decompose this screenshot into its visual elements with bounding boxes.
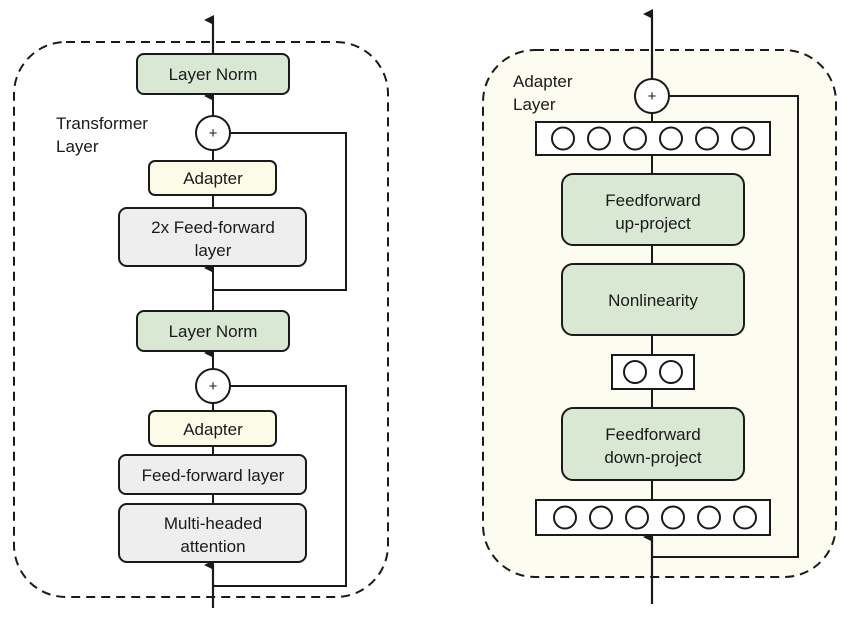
- neuron-icon: [733, 505, 757, 530]
- neuron-icon: [553, 505, 577, 530]
- bottom-residual-add: +: [195, 368, 231, 404]
- bottom-plus-icon: +: [209, 378, 218, 395]
- bottom-adapter-label: Adapter: [183, 420, 243, 439]
- top-adapter-block: Adapter: [148, 160, 277, 196]
- neuron-icon: [659, 360, 683, 384]
- transformer-layer-title-line2: Layer: [56, 137, 99, 156]
- top-adapter-label: Adapter: [183, 169, 243, 188]
- ff2x-block: 2x Feed-forward layer: [118, 207, 307, 267]
- neuron-icon: [587, 126, 611, 151]
- top-plus-icon: +: [209, 125, 218, 142]
- ff-layer-label: Feed-forward layer: [142, 466, 285, 485]
- neuron-icon: [731, 126, 755, 151]
- top-layer-norm-label: Layer Norm: [169, 65, 258, 84]
- transformer-layer-title-line1: Transformer: [56, 114, 148, 133]
- ff-up-project-block: Feedforward up-project: [561, 173, 745, 246]
- neuron-icon: [589, 505, 613, 530]
- nonlinearity-block: Nonlinearity: [561, 263, 745, 336]
- adapter-residual-add: +: [634, 78, 670, 114]
- top-neuron-bar: [535, 121, 771, 156]
- ff-up-label-line1: Feedforward: [605, 191, 700, 210]
- mha-label-line2: attention: [180, 537, 245, 556]
- ff2x-label-line1: 2x Feed-forward: [151, 218, 275, 237]
- neuron-icon: [623, 360, 647, 384]
- bottom-skip-connection: [213, 385, 347, 587]
- adapter-skip-connection: [652, 95, 799, 558]
- adapter-plus-icon: +: [648, 88, 657, 105]
- transformer-layer-panel: Transformer Layer Layer Norm + Adapter: [13, 15, 389, 608]
- neuron-icon: [659, 126, 683, 151]
- ff-down-label-line2: down-project: [604, 448, 702, 467]
- ff-up-label-line2: up-project: [615, 214, 691, 233]
- ff2x-label-line2: layer: [195, 241, 232, 260]
- ff-down-project-block: Feedforward down-project: [561, 407, 745, 481]
- adapter-layer-panel: Adapter Layer + Feedforward up-project: [482, 9, 837, 604]
- neuron-icon: [661, 505, 685, 530]
- mid-layer-norm-label: Layer Norm: [169, 322, 258, 341]
- nonlinearity-label: Nonlinearity: [608, 291, 698, 310]
- adapter-layer-title-line2: Layer: [513, 95, 556, 114]
- neuron-icon: [695, 126, 719, 151]
- top-residual-add: +: [195, 115, 231, 151]
- top-layer-norm-block: Layer Norm: [136, 53, 290, 95]
- transformer-layer-border: [13, 41, 389, 598]
- neuron-icon: [625, 505, 649, 530]
- ff-layer-block: Feed-forward layer: [118, 454, 307, 495]
- mha-label-line1: Multi-headed: [164, 514, 262, 533]
- neuron-icon: [551, 126, 575, 151]
- bottom-neuron-bar: [535, 499, 771, 536]
- bottleneck-neuron-bar: [611, 354, 695, 390]
- top-skip-connection: [213, 132, 347, 291]
- mha-block: Multi-headed attention: [118, 503, 307, 563]
- mid-layer-norm-block: Layer Norm: [136, 310, 290, 352]
- bottom-adapter-block: Adapter: [148, 410, 277, 447]
- ff-down-label-line1: Feedforward: [605, 425, 700, 444]
- neuron-icon: [697, 505, 721, 530]
- neuron-icon: [623, 126, 647, 151]
- adapter-layer-title-line1: Adapter: [513, 72, 573, 91]
